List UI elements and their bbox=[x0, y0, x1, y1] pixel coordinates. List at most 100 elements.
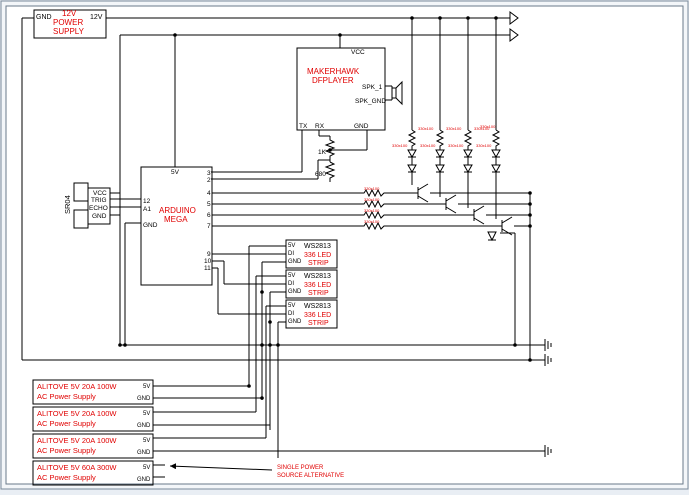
arduino-a1-label: A1 bbox=[143, 206, 151, 213]
strip-line2: STRIP bbox=[308, 290, 329, 297]
strip-di-label: DI bbox=[288, 311, 294, 317]
junction-dot bbox=[173, 33, 177, 37]
led-resistor-label: 330x100 bbox=[480, 124, 496, 129]
transistor-4 bbox=[360, 216, 513, 236]
psu12-12v-label: 12V bbox=[90, 14, 103, 21]
dfplayer-title-1: MAKERHAWK bbox=[307, 67, 360, 76]
arduino-pin-6: 6 bbox=[207, 212, 211, 219]
junction-dot bbox=[438, 16, 442, 20]
ground-symbol-1 bbox=[544, 339, 552, 351]
led-icon bbox=[463, 149, 473, 159]
led-icon bbox=[463, 164, 473, 174]
supply-5v-label: 5V bbox=[143, 411, 150, 417]
strip-gnd-label: GND bbox=[288, 259, 302, 265]
supply-1-box bbox=[32, 379, 154, 405]
supply-line1: ALITOVE 5V 20A 100W bbox=[37, 382, 117, 391]
arduino-5v-label: 5V bbox=[171, 169, 180, 176]
supply-line1: ALITOVE 5V 20A 100W bbox=[37, 436, 117, 445]
dfplayer-tx-label: TX bbox=[299, 123, 308, 130]
transistor-resistor-label: 330x100 bbox=[364, 208, 380, 213]
divider-r1-label: 1K bbox=[318, 149, 327, 156]
junction-dot bbox=[410, 16, 414, 20]
dfplayer-vcc-label: VCC bbox=[351, 49, 365, 56]
arduino-pin-10: 10 bbox=[204, 258, 212, 265]
led-column-4 bbox=[491, 129, 501, 180]
supply-5v-label: 5V bbox=[143, 384, 150, 390]
strip-line1: 336 LED bbox=[304, 252, 331, 259]
junction-dot bbox=[528, 202, 532, 206]
arduino-gnd-label: GND bbox=[143, 222, 158, 229]
transistor-3 bbox=[360, 205, 485, 225]
junction-dot bbox=[268, 320, 272, 324]
supply-gnd-label: GND bbox=[137, 396, 151, 402]
strip-5v-label: 5V bbox=[288, 243, 295, 249]
led-column-2 bbox=[435, 129, 445, 180]
arduino-pin-4: 4 bbox=[207, 190, 211, 197]
strip-5v-label: 5V bbox=[288, 273, 295, 279]
led-resistor-label: 330x100 bbox=[418, 126, 434, 131]
junction-dot bbox=[528, 224, 532, 228]
psu12-title-3: SUPPLY bbox=[53, 27, 85, 36]
strip-gnd-label: GND bbox=[288, 289, 302, 295]
arduino-title-2: MEGA bbox=[164, 215, 188, 224]
junction-dot bbox=[123, 343, 127, 347]
junction-dot bbox=[328, 148, 332, 152]
led-column-3 bbox=[463, 129, 473, 180]
junction-dot bbox=[528, 191, 532, 195]
junction-dot bbox=[260, 343, 264, 347]
note-line1: SINGLE POWER bbox=[277, 465, 324, 471]
arduino-pin-9: 9 bbox=[207, 251, 211, 258]
arduino-pin12-label: 12 bbox=[143, 198, 151, 205]
junction-dot bbox=[494, 16, 498, 20]
sr04-connector bbox=[87, 187, 111, 225]
junction-dot bbox=[260, 290, 264, 294]
supply-line1: ALITOVE 5V 20A 100W bbox=[37, 409, 117, 418]
psu12-gnd-label: GND bbox=[36, 14, 52, 21]
strip-name: WS2813 bbox=[304, 273, 331, 280]
junction-dot bbox=[247, 384, 251, 388]
junction-dot bbox=[466, 16, 470, 20]
led-resistor-lower-label: 330x100 bbox=[392, 143, 408, 148]
supply-2-box bbox=[32, 406, 154, 432]
strip-5v-label: 5V bbox=[288, 303, 295, 309]
supply-gnd-label: GND bbox=[137, 450, 151, 456]
junction-dot bbox=[260, 396, 264, 400]
strip-line1: 336 LED bbox=[304, 282, 331, 289]
sr04-pin-trig: TRIG bbox=[91, 197, 107, 204]
strip-line2: STRIP bbox=[308, 260, 329, 267]
strip-di-label: DI bbox=[288, 251, 294, 257]
transistor-resistor-label: 330x100 bbox=[364, 186, 380, 191]
supply-3-box bbox=[32, 433, 154, 459]
sr04-pin-echo: ECHO bbox=[89, 205, 108, 212]
dfplayer-spk1-label: SPK_1 bbox=[362, 84, 383, 91]
arduino-pin-7: 7 bbox=[207, 223, 211, 230]
arduino-pin-2: 2 bbox=[207, 177, 211, 184]
dfplayer-rx-label: RX bbox=[315, 123, 325, 130]
junction-dot bbox=[268, 343, 272, 347]
arduino-title-1: ARDUINO bbox=[159, 206, 196, 215]
transistor-resistor-label: 330x100 bbox=[364, 219, 380, 224]
sr04-pin-gnd: GND bbox=[92, 213, 107, 220]
led-icon bbox=[435, 149, 445, 159]
strip-line2: STRIP bbox=[308, 320, 329, 327]
transistor-resistor-label: 330x100 bbox=[364, 197, 380, 202]
junction-dot bbox=[276, 343, 280, 347]
sr04-pin-vcc: VCC bbox=[93, 190, 107, 197]
supply-line2: AC Power Supply bbox=[37, 446, 96, 455]
strip-gnd-label: GND bbox=[288, 319, 302, 325]
psu12-title-2: POWER bbox=[53, 18, 83, 27]
rail-12v-arrow bbox=[509, 11, 519, 25]
dfplayer-box bbox=[296, 47, 386, 131]
rail-5v-arrow bbox=[509, 28, 519, 42]
supply-line2: AC Power Supply bbox=[37, 392, 96, 401]
ground-symbol-2 bbox=[544, 354, 552, 366]
power-supply-12v-box bbox=[33, 9, 107, 39]
strip-line1: 336 LED bbox=[304, 312, 331, 319]
junction-dot bbox=[528, 358, 532, 362]
ground-symbol-3 bbox=[544, 445, 552, 457]
note-line2: SOURCE ALTERNATIVE bbox=[277, 473, 344, 479]
strip-name: WS2813 bbox=[304, 243, 331, 250]
junction-dot bbox=[338, 33, 342, 37]
